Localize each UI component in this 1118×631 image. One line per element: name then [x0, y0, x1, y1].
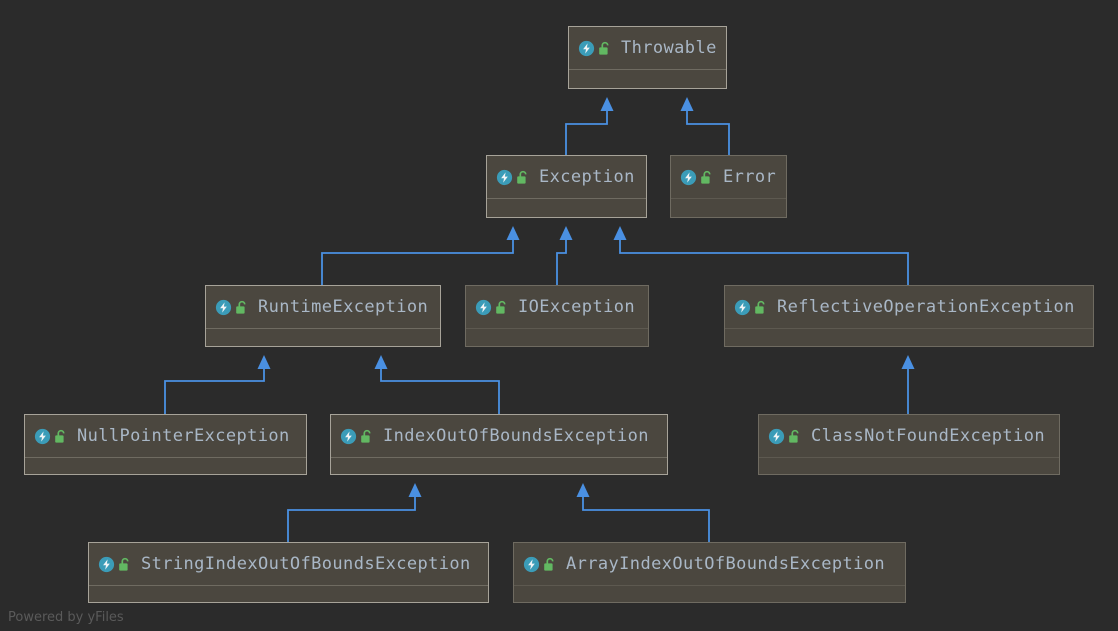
inheritance-edge-null-pointer-exception-to-runtime-exception: [164, 355, 271, 414]
class-node-members: [759, 458, 1059, 476]
class-node-header: ReflectiveOperationException: [725, 286, 1093, 329]
class-node-label: ReflectiveOperationException: [777, 297, 1075, 317]
inheritance-edge-array-index-out-of-bounds-exception-to-index-out-of-bounds-exception: [576, 483, 710, 542]
class-node-index-out-of-bounds-exception[interactable]: IndexOutOfBoundsException: [330, 414, 668, 475]
inheritance-edge-class-not-found-exception-to-reflective-operation-exception: [901, 355, 915, 414]
class-node-header: IndexOutOfBoundsException: [331, 415, 667, 458]
class-icon: [680, 169, 697, 186]
class-node-throwable[interactable]: Throwable: [568, 26, 727, 89]
class-node-header: Exception: [487, 156, 646, 199]
class-icon: [578, 40, 595, 57]
class-node-header: Throwable: [569, 27, 726, 70]
inheritance-edge-runtime-exception-to-exception: [321, 226, 520, 285]
class-node-members: [725, 329, 1093, 347]
class-node-header: StringIndexOutOfBoundsException: [89, 543, 488, 586]
class-node-null-pointer-exception[interactable]: NullPointerException: [24, 414, 307, 475]
class-node-label: Throwable: [621, 38, 717, 58]
class-node-header: NullPointerException: [25, 415, 306, 458]
inheritance-arrowhead: [600, 97, 614, 111]
unlock-icon: [54, 429, 68, 444]
class-node-members: [671, 199, 786, 217]
unlock-icon: [118, 557, 132, 572]
class-node-members: [25, 458, 306, 476]
unlock-icon: [495, 300, 509, 315]
class-node-string-index-out-of-bounds-exception[interactable]: StringIndexOutOfBoundsException: [88, 542, 489, 603]
class-node-label: Error: [723, 167, 777, 187]
unlock-icon: [516, 170, 530, 185]
class-icon: [340, 428, 357, 445]
inheritance-edge-error-to-throwable: [680, 97, 730, 155]
class-node-members: [331, 458, 667, 476]
class-node-label: NullPointerException: [77, 426, 290, 446]
unlock-icon: [235, 300, 249, 315]
unlock-icon: [700, 170, 714, 185]
class-node-error[interactable]: Error: [670, 155, 787, 218]
class-node-io-exception[interactable]: IOException: [465, 285, 649, 347]
inheritance-arrowhead: [613, 226, 627, 240]
class-node-header: RuntimeException: [206, 286, 440, 329]
class-node-class-not-found-exception[interactable]: ClassNotFoundException: [758, 414, 1060, 475]
unlock-icon: [360, 429, 374, 444]
inheritance-arrowhead: [559, 226, 573, 240]
class-node-header: IOException: [466, 286, 648, 329]
class-node-label: IndexOutOfBoundsException: [383, 426, 649, 446]
class-node-label: IOException: [518, 297, 635, 317]
inheritance-edge-string-index-out-of-bounds-exception-to-index-out-of-bounds-exception: [287, 483, 422, 542]
class-node-array-index-out-of-bounds-exception[interactable]: ArrayIndexOutOfBoundsException: [513, 542, 906, 603]
class-node-members: [206, 329, 440, 347]
inheritance-arrowhead: [901, 355, 915, 369]
class-icon: [475, 299, 492, 316]
inheritance-edge-io-exception-to-exception: [556, 226, 573, 285]
unlock-icon: [543, 557, 557, 572]
class-icon: [98, 556, 115, 573]
class-node-label: ArrayIndexOutOfBoundsException: [566, 554, 886, 574]
class-icon: [215, 299, 232, 316]
inheritance-edge-exception-to-throwable: [565, 97, 614, 155]
inheritance-arrowhead: [680, 97, 694, 111]
class-icon: [523, 556, 540, 573]
class-icon: [34, 428, 51, 445]
inheritance-arrowhead: [408, 483, 422, 497]
inheritance-edge-index-out-of-bounds-exception-to-runtime-exception: [374, 355, 500, 414]
class-node-label: RuntimeException: [258, 297, 429, 317]
unlock-icon: [788, 429, 802, 444]
class-node-label: ClassNotFoundException: [811, 426, 1045, 446]
class-node-members: [487, 199, 646, 217]
class-node-reflective-operation-exception[interactable]: ReflectiveOperationException: [724, 285, 1094, 347]
class-icon: [496, 169, 513, 186]
class-icon: [768, 428, 785, 445]
unlock-icon: [598, 41, 612, 56]
unlock-icon: [754, 300, 768, 315]
class-node-label: Exception: [539, 167, 635, 187]
class-icon: [734, 299, 751, 316]
inheritance-arrowhead: [506, 226, 520, 240]
inheritance-arrowhead: [374, 355, 388, 369]
class-node-label: StringIndexOutOfBoundsException: [141, 554, 471, 574]
class-node-members: [514, 586, 905, 604]
class-node-header: Error: [671, 156, 786, 199]
class-node-members: [466, 329, 648, 347]
inheritance-arrowhead: [257, 355, 271, 369]
class-node-members: [89, 586, 488, 604]
inheritance-edge-reflective-operation-exception-to-exception: [613, 226, 909, 285]
class-node-exception[interactable]: Exception: [486, 155, 647, 218]
class-node-header: ArrayIndexOutOfBoundsException: [514, 543, 905, 586]
class-node-members: [569, 70, 726, 88]
class-node-header: ClassNotFoundException: [759, 415, 1059, 458]
yfiles-watermark: Powered by yFiles: [8, 610, 124, 625]
class-node-runtime-exception[interactable]: RuntimeException: [205, 285, 441, 347]
inheritance-arrowhead: [576, 483, 590, 497]
